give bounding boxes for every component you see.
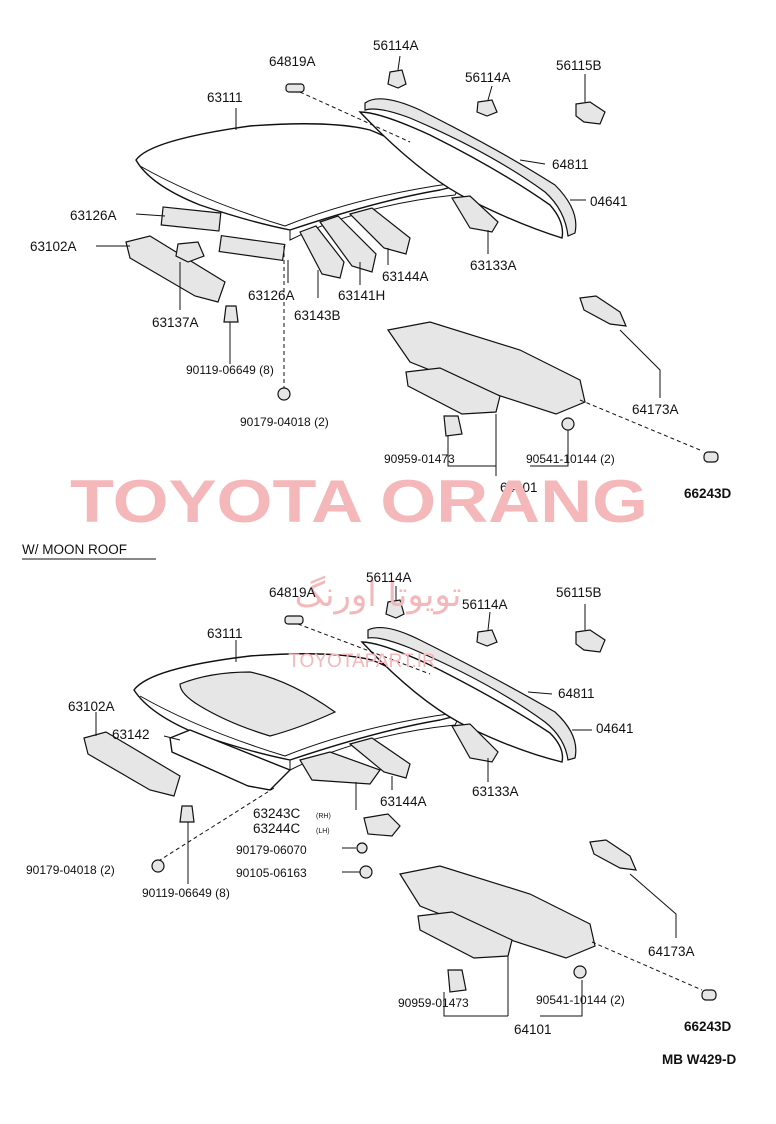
label-90179-04018: 90179-04018 (2) [26, 863, 115, 877]
label-63144A: 63144A [382, 269, 429, 284]
bolt-90179-06070[interactable] [356, 842, 368, 854]
bottom-assembly [83, 586, 717, 1017]
label-90959-01473: 90959-01473 [398, 996, 469, 1010]
section-heading: W/ MOON ROOF [22, 542, 127, 557]
label-56114A: 56114A [465, 70, 511, 85]
label-63141H: 63141H [338, 288, 385, 303]
label-56114A: 56114A [366, 570, 412, 585]
sunvisor-pad-63126A-2[interactable] [218, 234, 286, 262]
bolt-90119[interactable] [223, 305, 239, 323]
label-56115B: 56115B [556, 585, 602, 600]
label-63102A: 63102A [30, 239, 77, 254]
nut-90179[interactable] [277, 387, 291, 401]
label-63126A: 63126A [248, 288, 295, 303]
label-56115B: 56115B [556, 58, 602, 73]
label-63133A: 63133A [472, 784, 519, 799]
label-63133A: 63133A [470, 258, 517, 273]
drawing-code: MB W429-D [662, 1052, 737, 1067]
clip-56114A-b[interactable] [476, 629, 498, 647]
label-64173A: 64173A [648, 944, 695, 959]
rear-header-63133A[interactable] [451, 195, 499, 233]
nut-90179-04018[interactable] [151, 859, 165, 873]
label-63111: 63111 [207, 90, 243, 105]
label-66243D: 66243D [684, 486, 732, 501]
watermark-title: TOYOTA ORANG [70, 468, 648, 535]
tray-bracket-64173A[interactable] [589, 839, 637, 871]
back-window-glass[interactable] [358, 111, 564, 239]
cap-66243D[interactable] [701, 989, 717, 1001]
label-63143B: 63143B [294, 308, 341, 323]
bottom-labels: 64819A 56114A 56114A 56115B 63111 64811 … [26, 570, 732, 1037]
sunvisor-pad-63126A-1[interactable] [160, 206, 222, 232]
nut-90541[interactable] [561, 417, 575, 431]
clip-64819A[interactable] [284, 615, 304, 625]
back-window-glass[interactable] [360, 641, 564, 763]
label-63243C-side: (RH) [316, 813, 331, 820]
label-63144A: 63144A [380, 794, 427, 809]
package-tray-support[interactable] [405, 367, 501, 415]
label-90179-06070: 90179-06070 [236, 843, 307, 857]
back-window-moulding[interactable] [367, 627, 577, 761]
nut-90541[interactable] [573, 965, 587, 979]
label-56114A: 56114A [462, 597, 508, 612]
sunroof-housing-63142[interactable] [169, 729, 292, 791]
label-56114A: 56114A [373, 38, 419, 53]
tray-bracket-64173A[interactable] [579, 295, 627, 327]
clip-56115B[interactable] [575, 629, 606, 653]
label-90119-06649: 90119-06649 (8) [142, 886, 230, 900]
label-04641: 04641 [596, 721, 634, 736]
label-63102A: 63102A [68, 699, 115, 714]
roof-bow-63143B[interactable] [299, 225, 345, 279]
clip-56115B[interactable] [575, 101, 606, 125]
label-63244C: 63244C [253, 821, 301, 836]
front-header-63102A[interactable] [83, 731, 181, 797]
label-64101: 64101 [514, 1022, 552, 1037]
bolt-90119[interactable] [179, 805, 195, 823]
roof-panel-edge [139, 165, 456, 227]
back-window-moulding[interactable] [364, 98, 577, 237]
bracket-63137A[interactable] [175, 241, 205, 263]
label-90179-04018: 90179-04018 (2) [240, 415, 329, 429]
label-64173A: 64173A [632, 402, 679, 417]
label-64101: 64101 [500, 480, 538, 495]
label-64819A: 64819A [269, 54, 316, 69]
label-64819A: 64819A [269, 585, 316, 600]
front-header-63102A[interactable] [125, 235, 226, 303]
label-90541-10144: 90541-10144 (2) [536, 993, 625, 1007]
bolt-90105-06163[interactable] [359, 865, 373, 879]
label-90105-06163: 90105-06163 [236, 866, 307, 880]
bracket-63243C[interactable] [363, 813, 401, 837]
label-90119-06649: 90119-06649 (8) [186, 363, 274, 377]
label-64811: 64811 [558, 686, 595, 701]
clip-56114A-b[interactable] [476, 99, 498, 117]
label-90541-10144: 90541-10144 (2) [526, 452, 615, 466]
roof-bow-63144A[interactable] [348, 207, 411, 255]
clip-56114A-a[interactable] [387, 69, 407, 89]
label-63137A: 63137A [152, 315, 199, 330]
label-63243C: 63243C [253, 806, 301, 821]
clip-64819A[interactable] [285, 83, 305, 93]
top-assembly [96, 55, 719, 476]
label-63142: 63142 [112, 727, 150, 742]
roof-bow-63141H[interactable] [319, 215, 377, 273]
label-63244C-side: (LH) [316, 828, 330, 835]
label-66243D: 66243D [684, 1019, 732, 1034]
clip-56114A-a[interactable] [385, 599, 405, 619]
label-64811: 64811 [552, 157, 589, 172]
label-63126A: 63126A [70, 208, 117, 223]
label-63111: 63111 [207, 626, 243, 641]
top-labels: 64819A 56114A 56114A 56115B 63111 64811 … [30, 38, 732, 501]
clip-90959[interactable] [443, 415, 463, 437]
clip-90959[interactable] [447, 969, 467, 993]
rear-header-63133A[interactable] [451, 723, 499, 763]
watermark-site: TOYOTAPART.IR [288, 651, 435, 672]
sunroof-opening [179, 671, 337, 737]
label-04641: 04641 [590, 194, 628, 209]
label-90959-01473: 90959-01473 [384, 452, 455, 466]
rear-bow-63144A[interactable] [299, 751, 381, 785]
cap-66243D[interactable] [703, 451, 719, 463]
watermark-persian: تویوتا اورنگ [295, 575, 462, 615]
roof-bow-63144A[interactable] [348, 737, 411, 779]
